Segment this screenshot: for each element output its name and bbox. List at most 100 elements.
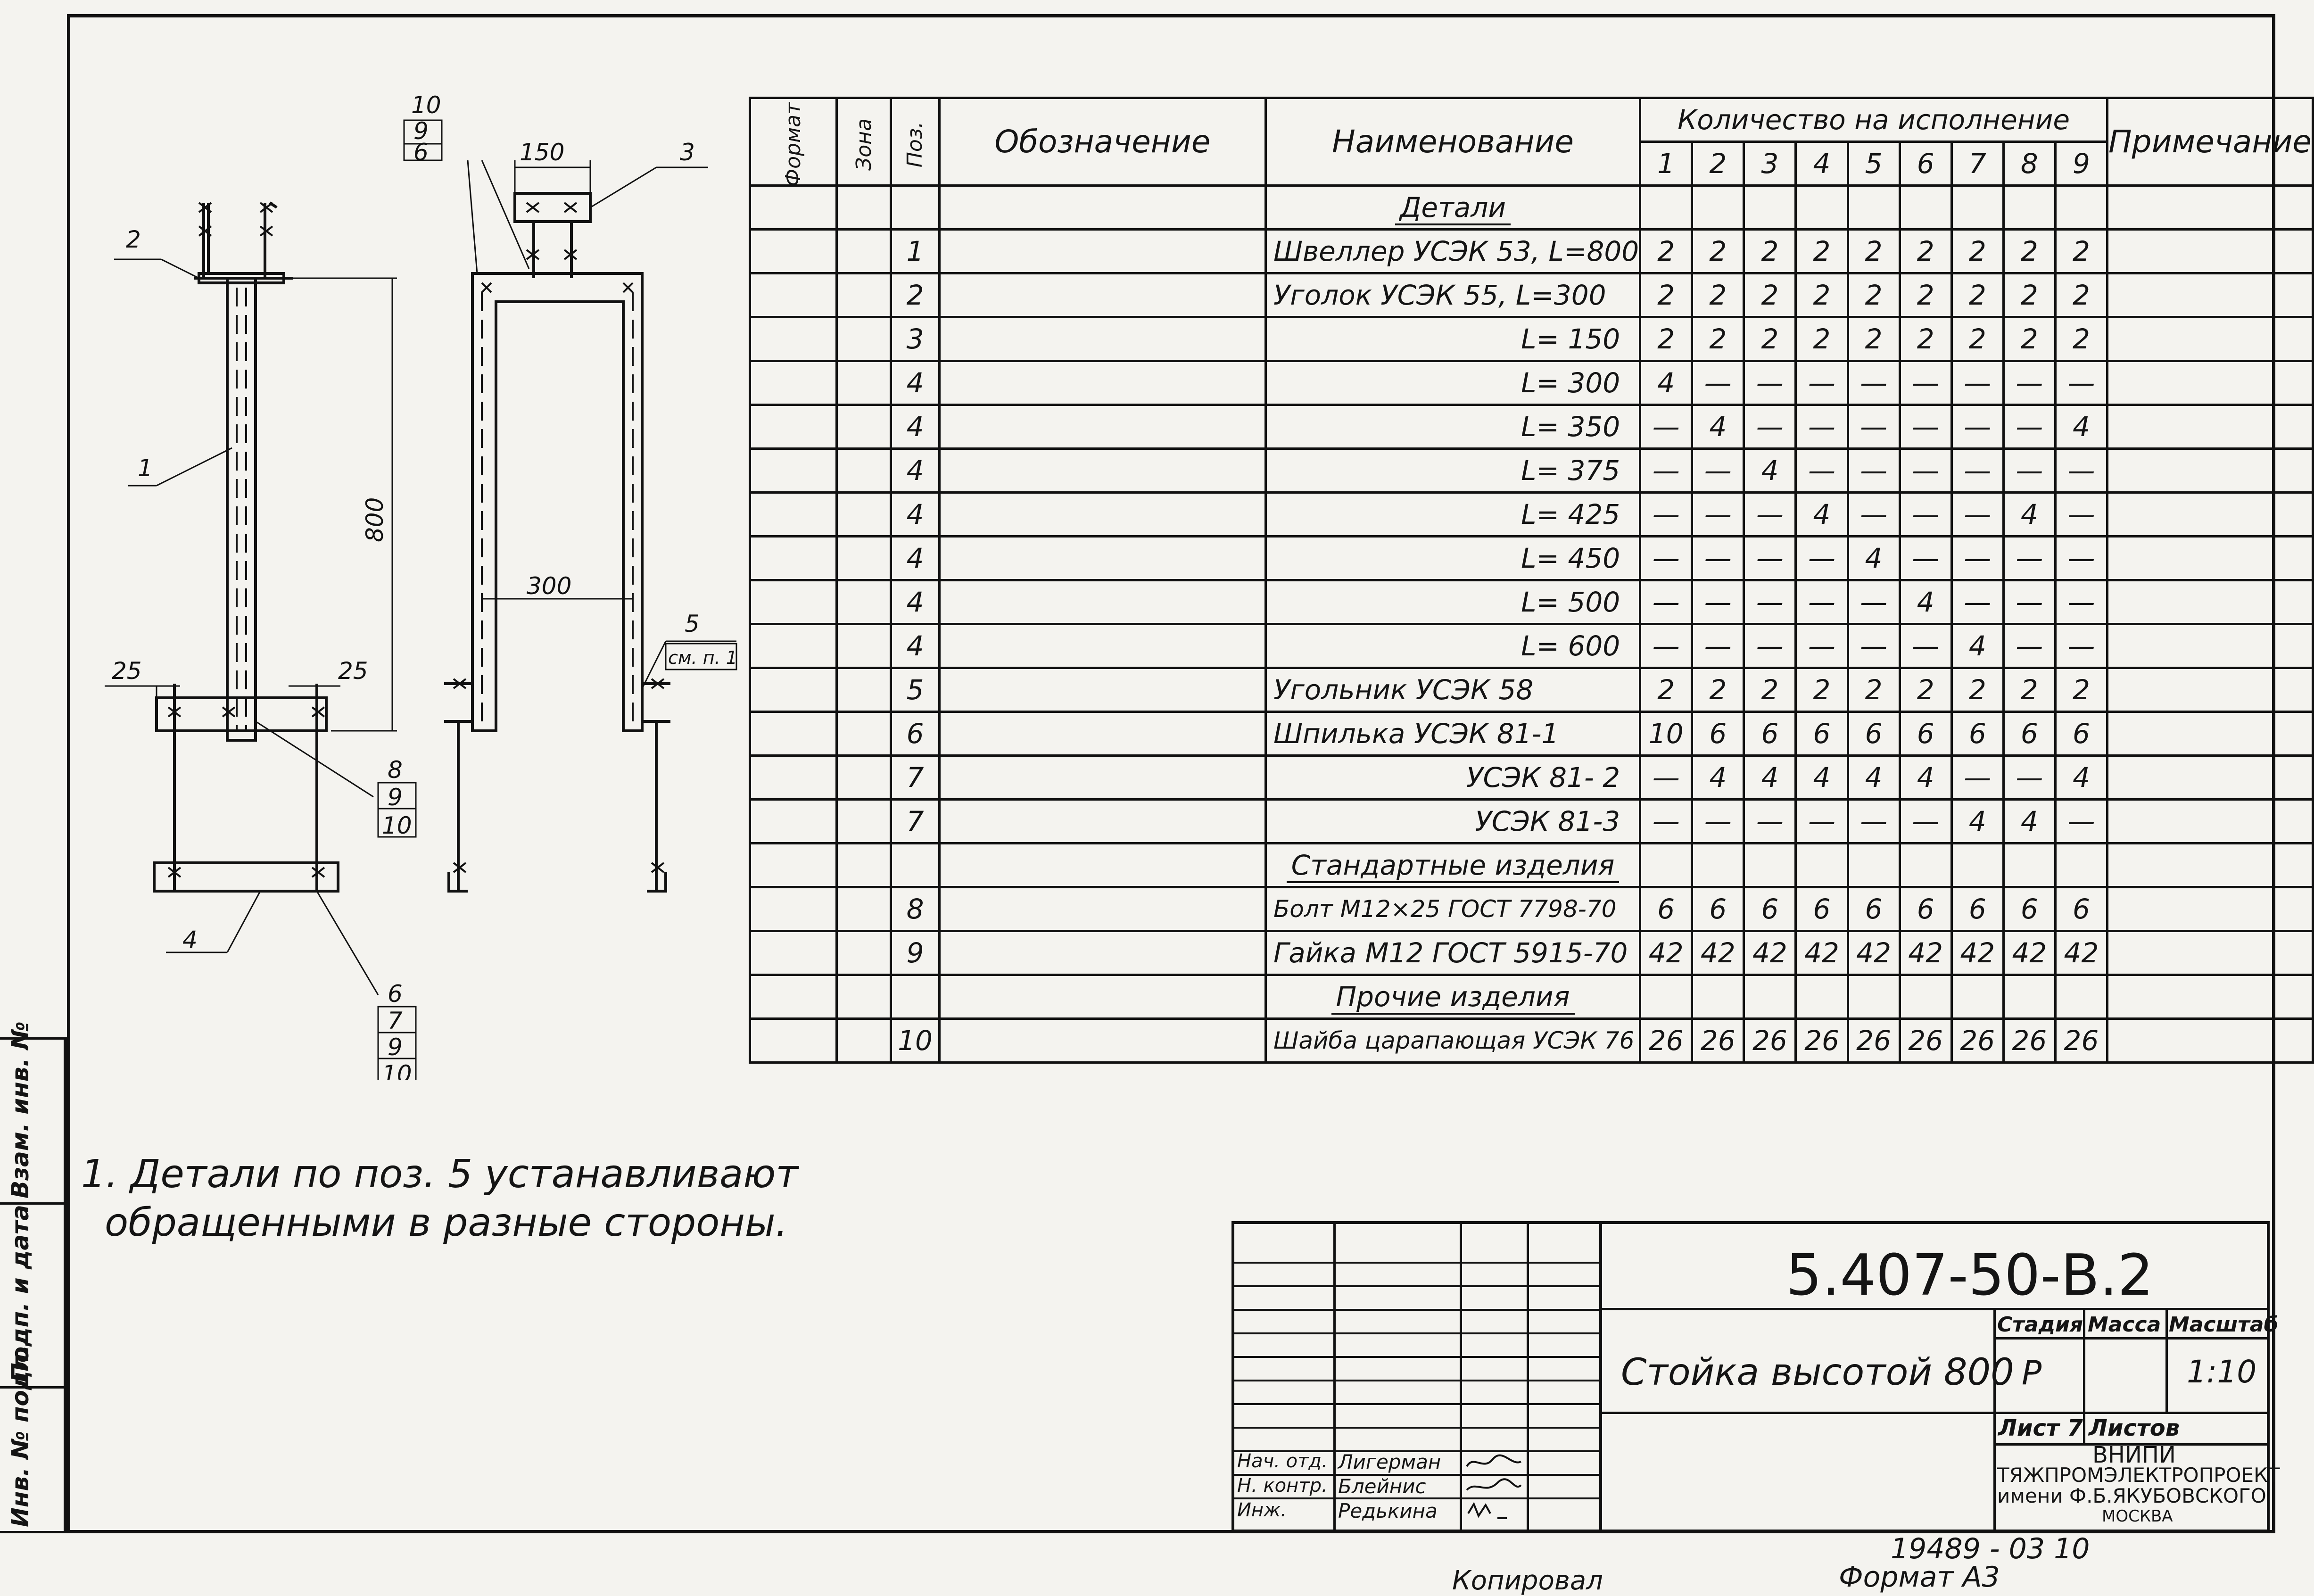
empty-cell: [1743, 974, 1797, 1020]
side-cell-sign-date: Подп. и дата: [0, 1205, 64, 1389]
empty-cell: [1950, 974, 2005, 1020]
qty-cell-5: 2: [1846, 272, 1901, 318]
callout-9-top: 9: [413, 117, 429, 145]
qty-cell-2: 4: [1691, 754, 1745, 801]
empty-cell: [938, 184, 1267, 231]
callout-7-bottom: 7: [388, 1007, 403, 1034]
org-line-1: ВНИПИ: [2092, 1442, 2176, 1468]
note-cell: [2106, 491, 2314, 538]
note-cell: [2106, 360, 2314, 406]
qty-cell-9: —: [2054, 579, 2109, 625]
qty-cell-1: —: [1639, 491, 1694, 538]
qty-cell-2: 2: [1691, 316, 1745, 362]
designation-cell: [938, 535, 1267, 581]
header-note: Примечание: [2106, 97, 2314, 187]
dim-150: 150: [520, 139, 564, 166]
qty-cell-7: —: [1950, 579, 2005, 625]
qty-cell-3: —: [1743, 798, 1797, 844]
name-cell: Шайба царапающая УСЭК 76: [1264, 1017, 1642, 1064]
qty-cell-3: —: [1743, 623, 1797, 669]
specification-table: Формат Зона Поз. Обозначение Наименовани…: [749, 97, 2314, 1064]
callout-2: 2: [126, 226, 141, 253]
empty-cell: [1898, 184, 1953, 231]
empty-cell: [749, 667, 838, 713]
qty-cell-7: 4: [1950, 623, 2005, 669]
qty-cell-4: —: [1794, 579, 1849, 625]
qty-cell-9: 26: [2054, 1017, 2109, 1064]
empty-cell: [1950, 184, 2005, 231]
qty-cell-4: 2: [1794, 272, 1849, 318]
qty-cell-6: 4: [1898, 579, 1953, 625]
qty-cell-6: 26: [1898, 1017, 1953, 1064]
qty-cell-7: —: [1950, 447, 2005, 494]
qty-cell-8: 6: [2002, 711, 2057, 757]
name-cell: Гайка М12 ГОСТ 5915-70: [1264, 930, 1642, 976]
note-cell: [2106, 798, 2314, 844]
pos-cell: 9: [890, 930, 941, 976]
callout-10-top: 10: [411, 91, 441, 119]
qty-cell-9: 2: [2054, 667, 2109, 713]
pos-cell: 6: [890, 711, 941, 757]
qty-cell-6: 6: [1898, 886, 1953, 932]
designation-cell: [938, 228, 1267, 274]
qty-cell-5: —: [1846, 623, 1901, 669]
note-cell: [2106, 886, 2314, 932]
variant-header-1: 1: [1639, 141, 1694, 187]
header-qty: Количество на исполнение: [1639, 97, 2109, 143]
qty-cell-1: 2: [1639, 272, 1694, 318]
pos-cell: 4: [890, 404, 941, 450]
qty-cell-5: 2: [1846, 228, 1901, 274]
empty-cell: [835, 579, 893, 625]
designation-cell: [938, 711, 1267, 757]
dim-300: 300: [527, 572, 571, 600]
stage-value: Р: [2022, 1354, 2042, 1392]
name-cell: УСЭК 81-3: [1264, 798, 1642, 844]
signatures: [1466, 1454, 1522, 1519]
doc-number: 5.407-50-В.2: [1786, 1243, 2154, 1308]
empty-cell: [835, 667, 893, 713]
side-label-inv-orig: Инв. № подл.: [7, 1345, 34, 1527]
title-block: 5.407-50-В.2 Стойка высотой 800 Стадия М…: [1231, 1221, 2280, 1532]
empty-cell: [1743, 842, 1797, 888]
empty-cell: [835, 272, 893, 318]
qty-cell-8: —: [2002, 360, 2057, 406]
qty-cell-5: 6: [1846, 886, 1901, 932]
qty-cell-4: —: [1794, 447, 1849, 494]
header-zone: Зона: [835, 97, 893, 187]
name-cell: L= 450: [1264, 535, 1642, 581]
qty-cell-1: 2: [1639, 316, 1694, 362]
org-line-3: имени Ф.Б.ЯКУБОВСКОГО: [1997, 1484, 2266, 1507]
qty-cell-7: —: [1950, 535, 2005, 581]
qty-cell-8: 2: [2002, 316, 2057, 362]
empty-cell: [2106, 184, 2314, 231]
org-line-2: ТЯЖПРОМЭЛЕКТРОПРОЕКТ: [1997, 1464, 2280, 1487]
pos-cell: 4: [890, 491, 941, 538]
scale-label: Масштаб: [2169, 1313, 2279, 1337]
empty-cell: [2002, 974, 2057, 1020]
empty-cell: [835, 754, 893, 801]
designation-cell: [938, 798, 1267, 844]
qty-cell-4: 6: [1794, 711, 1849, 757]
qty-cell-4: —: [1794, 623, 1849, 669]
callout-10-bottom: 10: [382, 1060, 412, 1080]
side-cell-inv-repl: Взам. инв. №: [0, 1021, 64, 1205]
pos-cell: 1: [890, 228, 941, 274]
section-standard: Стандартные изделия: [749, 842, 2314, 888]
qty-cell-6: 2: [1898, 272, 1953, 318]
qty-cell-7: 2: [1950, 316, 2005, 362]
pos-cell: 7: [890, 798, 941, 844]
empty-cell: [890, 842, 941, 888]
qty-cell-6: 2: [1898, 228, 1953, 274]
qty-cell-1: —: [1639, 754, 1694, 801]
designation-cell: [938, 316, 1267, 362]
copied-label: Копировал: [1452, 1565, 1603, 1596]
qty-cell-5: —: [1846, 798, 1901, 844]
